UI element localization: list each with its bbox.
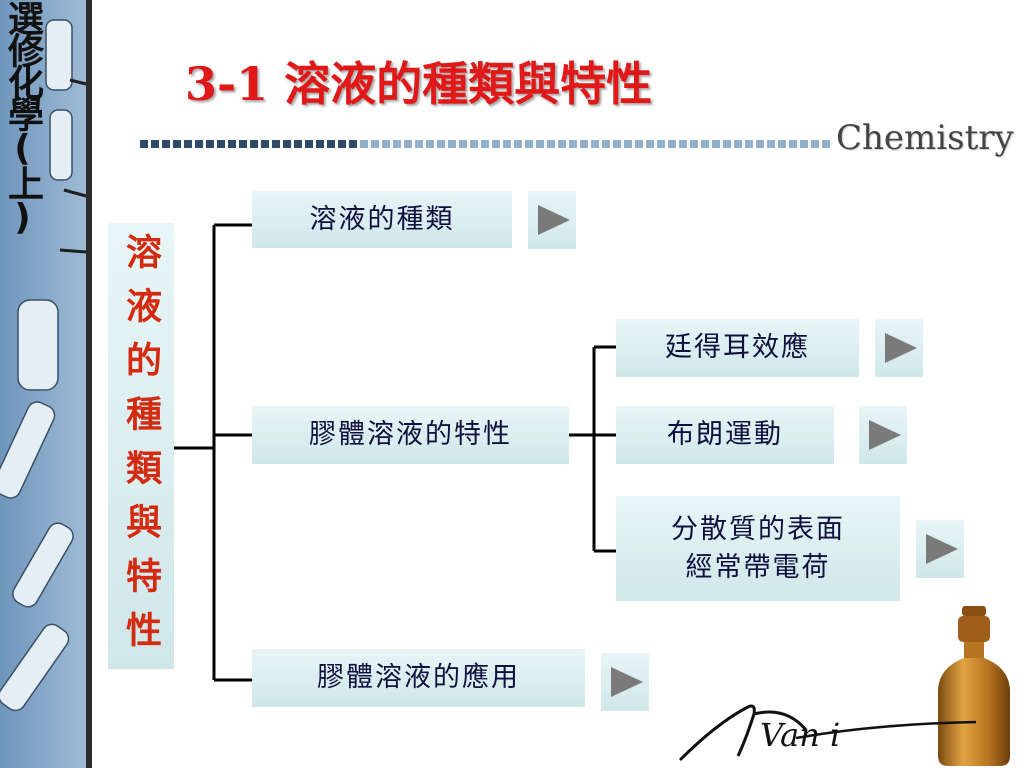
divider-dash <box>690 140 698 148</box>
divider-dash <box>503 140 511 148</box>
divider-dash <box>756 140 764 148</box>
divider-dash <box>646 140 654 148</box>
course-title: 選修化學(上) <box>2 0 43 234</box>
divider-dash <box>338 140 346 148</box>
root-topic-label: 溶液的種類與特性 <box>120 233 162 665</box>
amber-bottle-icon <box>938 606 1010 766</box>
brand-text: Chemistry <box>836 118 1014 158</box>
divider-dash <box>272 140 280 148</box>
divider-dash <box>349 140 357 148</box>
page-title: 3-1 溶液的種類與特性 <box>185 57 653 111</box>
divider-dash <box>283 140 291 148</box>
divider-dash <box>140 140 148 148</box>
sidebar-bottles-graphic <box>0 0 92 768</box>
subtopic-label: 廷得耳效應 <box>665 332 810 363</box>
divider-dash <box>580 140 588 148</box>
divider-dash <box>250 140 258 148</box>
divider-dash <box>536 140 544 148</box>
go-surface-charge-button[interactable] <box>916 520 964 578</box>
divider-dash <box>778 140 786 148</box>
play-arrow-icon <box>611 667 643 697</box>
play-arrow-icon <box>869 420 901 450</box>
root-topic-box: 溶液的種類與特性 <box>108 223 174 669</box>
divider-dash <box>679 140 687 148</box>
divider-dash <box>547 140 555 148</box>
divider-dash <box>558 140 566 148</box>
divider-dash <box>261 140 269 148</box>
divider-dash <box>371 140 379 148</box>
divider-dash <box>415 140 423 148</box>
divider-dash <box>701 140 709 148</box>
divider-dash <box>426 140 434 148</box>
divider-dash <box>470 140 478 148</box>
dashed-divider <box>140 140 830 148</box>
topic-colloid-properties: 膠體溶液的特性 <box>252 406 569 464</box>
divider-dash <box>206 140 214 148</box>
divider-dash <box>811 140 819 148</box>
go-colloid-applications-button[interactable] <box>601 653 649 711</box>
divider-dash <box>514 140 522 148</box>
topic-label: 膠體溶液的特性 <box>309 419 512 450</box>
divider-dash <box>492 140 500 148</box>
divider-dash <box>228 140 236 148</box>
divider-dash <box>657 140 665 148</box>
sidebar-decoration: 選修化學(上) <box>0 0 92 768</box>
play-arrow-icon <box>885 333 917 363</box>
subtopic-brownian-motion: 布朗運動 <box>616 406 834 464</box>
signature-text: Van i <box>760 716 840 754</box>
divider-dash <box>393 140 401 148</box>
divider-dash <box>525 140 533 148</box>
go-solution-types-button[interactable] <box>528 191 576 249</box>
divider-dash <box>481 140 489 148</box>
divider-dash <box>239 140 247 148</box>
subtopic-label: 布朗運動 <box>667 419 783 450</box>
subtopic-label-line1: 分散質的表面 <box>671 513 845 545</box>
divider-dash <box>217 140 225 148</box>
divider-dash <box>800 140 808 148</box>
divider-dash <box>184 140 192 148</box>
divider-dash <box>602 140 610 148</box>
divider-dash <box>635 140 643 148</box>
divider-dash <box>613 140 621 148</box>
divider-dash <box>569 140 577 148</box>
divider-dash <box>767 140 775 148</box>
divider-dash <box>316 140 324 148</box>
go-tyndall-effect-button[interactable] <box>875 319 923 377</box>
subtopic-surface-charge: 分散質的表面 經常帶電荷 <box>616 496 900 601</box>
divider-dash <box>591 140 599 148</box>
divider-dash <box>624 140 632 148</box>
divider-dash <box>173 140 181 148</box>
divider-dash <box>745 140 753 148</box>
signature-logo: Van i <box>678 704 977 762</box>
subtopic-tyndall-effect: 廷得耳效應 <box>616 319 859 377</box>
divider-dash <box>448 140 456 148</box>
divider-dash <box>162 140 170 148</box>
divider-dash <box>712 140 720 148</box>
divider-dash <box>151 140 159 148</box>
go-brownian-motion-button[interactable] <box>859 406 907 464</box>
divider-dash <box>360 140 368 148</box>
play-arrow-icon <box>538 205 570 235</box>
divider-dash <box>195 140 203 148</box>
topic-colloid-applications: 膠體溶液的應用 <box>252 649 585 707</box>
divider-dash <box>822 140 830 148</box>
divider-dash <box>437 140 445 148</box>
divider-dash <box>459 140 467 148</box>
topic-label: 膠體溶液的應用 <box>317 662 520 693</box>
play-arrow-icon <box>926 534 958 564</box>
topic-solution-types: 溶液的種類 <box>252 191 512 248</box>
topic-label: 溶液的種類 <box>309 203 455 235</box>
divider-dash <box>294 140 302 148</box>
divider-dash <box>789 140 797 148</box>
divider-dash <box>327 140 335 148</box>
divider-dash <box>305 140 313 148</box>
divider-dash <box>382 140 390 148</box>
divider-dash <box>723 140 731 148</box>
divider-dash <box>404 140 412 148</box>
divider-dash <box>668 140 676 148</box>
subtopic-label-line2: 經常帶電荷 <box>685 551 831 583</box>
divider-dash <box>734 140 742 148</box>
